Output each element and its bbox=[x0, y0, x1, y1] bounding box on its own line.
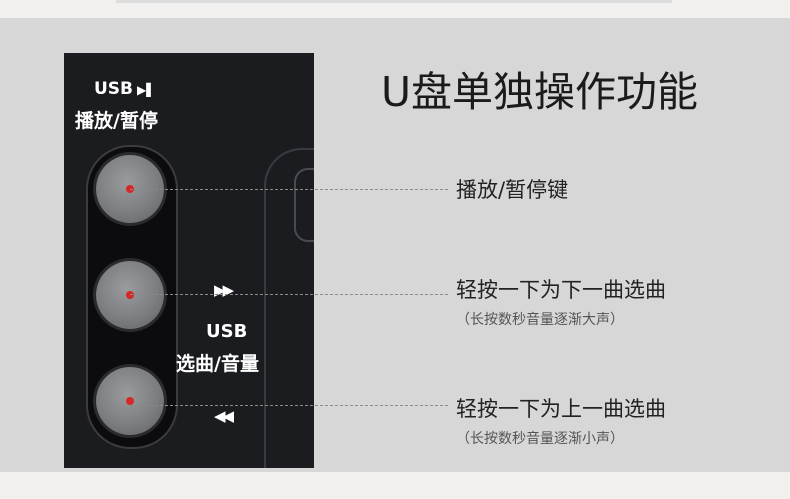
device-side-edge bbox=[264, 148, 314, 468]
button-indicator-dot bbox=[126, 291, 134, 299]
annotation-next-note: （长按数秒音量逐渐大声） bbox=[456, 312, 624, 328]
fast-forward-icon: ▶▶ bbox=[214, 281, 234, 299]
device-side-slot bbox=[294, 168, 314, 242]
leader-line-play bbox=[130, 189, 448, 190]
annotation-play-pause: 播放/暂停键 bbox=[456, 178, 569, 202]
next-track-button[interactable] bbox=[96, 261, 164, 329]
leader-line-next bbox=[130, 294, 448, 295]
play-pause-label: 播放/暂停 bbox=[75, 110, 158, 132]
bottom-band bbox=[0, 472, 790, 499]
annotation-prev: 轻按一下为上一曲选曲 bbox=[456, 397, 666, 421]
top-band-shadow bbox=[116, 0, 672, 3]
annotation-next: 轻按一下为下一曲选曲 bbox=[456, 278, 666, 302]
top-band bbox=[0, 0, 790, 18]
rewind-icon: ◀◀ bbox=[214, 407, 234, 425]
device-panel: USB▶▌ 播放/暂停 ▶▶ USB 选曲/音量 ◀◀ bbox=[64, 53, 314, 468]
annotation-prev-note: （长按数秒音量逐渐小声） bbox=[456, 431, 624, 447]
usb-play-pause-label: USB▶▌ bbox=[94, 79, 155, 99]
select-volume-label: 选曲/音量 bbox=[176, 353, 259, 375]
play-pause-icon: ▶▌ bbox=[137, 83, 156, 97]
page-title: U盘单独操作功能 bbox=[381, 68, 699, 116]
usb-mid-label: USB bbox=[206, 321, 248, 342]
leader-line-prev bbox=[130, 405, 448, 406]
previous-track-button[interactable] bbox=[96, 367, 164, 435]
usb-top-text: USB bbox=[94, 79, 134, 99]
button-indicator-dot bbox=[126, 397, 134, 405]
